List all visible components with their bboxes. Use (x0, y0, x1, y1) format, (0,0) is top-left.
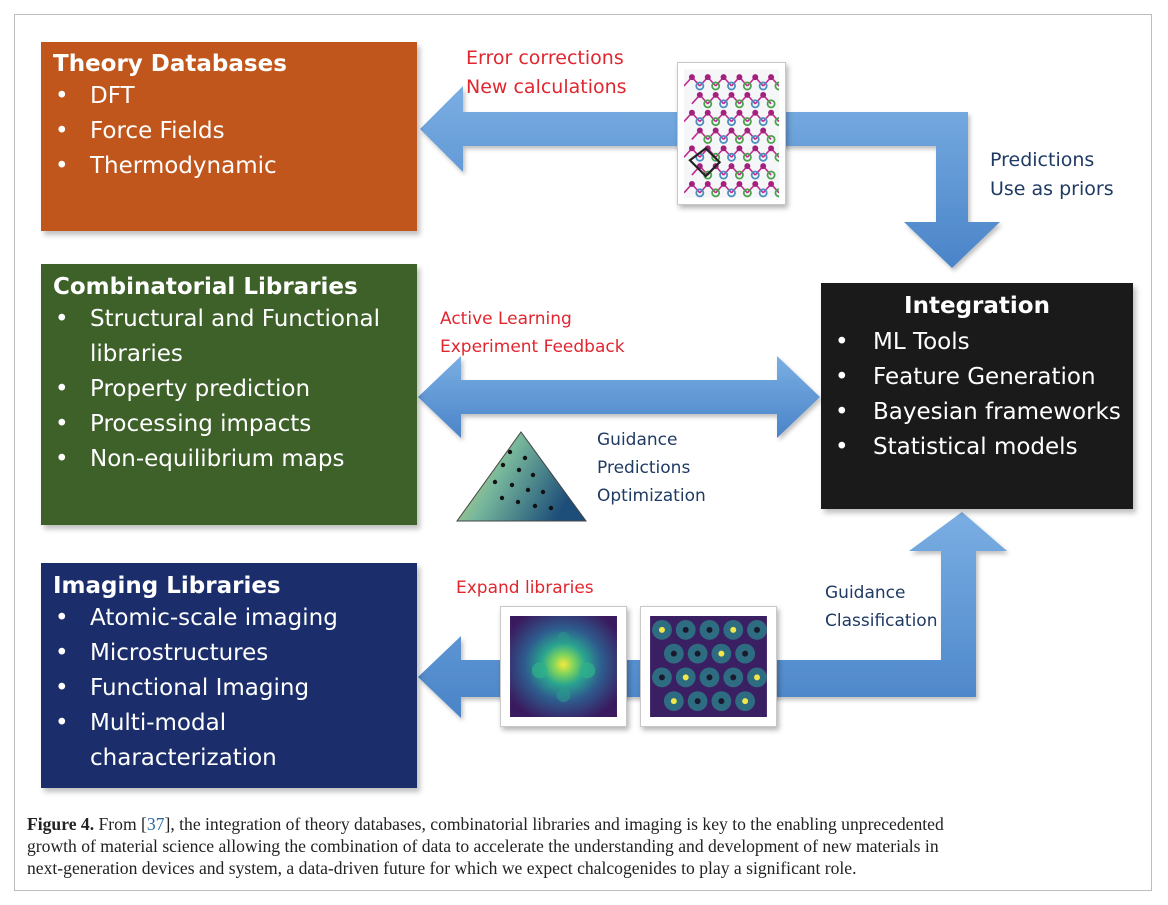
caption-lead: Figure 4. (27, 814, 95, 834)
integration-box: Integration ML Tools Feature Generation … (821, 283, 1133, 509)
guidance-label: Guidance Predictions Optimization (597, 426, 706, 510)
label-line: Guidance (825, 583, 906, 603)
error-corrections-label: Error corrections New calculations (466, 44, 627, 102)
figure-caption: Figure 4. From [37], the integration of … (27, 813, 1145, 879)
label-line: Predictions (990, 149, 1095, 171)
imaging-libraries-list: Atomic-scale imaging Microstructures Fun… (53, 601, 405, 776)
caption-line-2: growth of material science allowing the … (27, 836, 939, 856)
list-item: Non-equilibrium maps (53, 442, 405, 477)
theory-databases-box: Theory Databases DFT Force Fields Thermo… (41, 42, 417, 231)
reference-link[interactable]: 37 (146, 814, 165, 834)
label-line: Experiment Feedback (440, 337, 625, 357)
list-item: Atomic-scale imaging (53, 601, 405, 636)
label-line: Guidance (597, 430, 678, 450)
top-arrow (420, 86, 1000, 268)
lattice-pattern-icon (650, 616, 767, 717)
integration-list: ML Tools Feature Generation Bayesian fra… (833, 325, 1121, 465)
caption-text: From [ (94, 814, 147, 834)
combinatorial-libraries-list: Structural and Functional libraries Prop… (53, 302, 405, 477)
caption-line-1: Figure 4. From [37], the integration of … (27, 813, 1145, 835)
imaging-libraries-box: Imaging Libraries Atomic-scale imaging M… (41, 563, 417, 788)
label-line: Optimization (597, 486, 706, 506)
label-line: Predictions (597, 458, 691, 478)
list-item: Multi-modal characterization (53, 706, 405, 776)
list-item: Processing impacts (53, 407, 405, 442)
active-learning-label: Active Learning Experiment Feedback (440, 305, 625, 361)
list-item: Functional Imaging (53, 671, 405, 706)
integration-title: Integration (904, 293, 1050, 319)
middle-double-arrow (418, 356, 820, 438)
list-item: Property prediction (53, 372, 405, 407)
list-item: ML Tools (833, 325, 1121, 360)
list-item: Bayesian frameworks (833, 395, 1121, 430)
caption-text: ], the integration of theory databases, … (164, 814, 944, 834)
caption-line-3: next-generation devices and system, a da… (27, 858, 857, 878)
lattice-image (640, 606, 777, 727)
label-line: Use as priors (990, 178, 1114, 200)
combinatorial-libraries-box: Combinatorial Libraries Structural and F… (41, 264, 417, 525)
list-item: Structural and Functional libraries (53, 302, 405, 372)
crystal-structure-icon (684, 69, 779, 198)
theory-databases-list: DFT Force Fields Thermodynamic (53, 79, 405, 184)
label-line: New calculations (466, 76, 627, 98)
guidance-classification-label: Guidance Classification (825, 579, 937, 635)
label-line: Classification (825, 611, 938, 631)
phase-triangle-icon (456, 431, 587, 522)
list-item: DFT (53, 79, 405, 114)
list-item: Thermodynamic (53, 149, 405, 184)
label-line: Error corrections (466, 47, 624, 69)
predictions-label: Predictions Use as priors (990, 146, 1114, 204)
theory-databases-title: Theory Databases (53, 51, 287, 77)
diffraction-pattern-icon (510, 616, 617, 717)
combinatorial-libraries-title: Combinatorial Libraries (53, 274, 358, 300)
crystal-structure-image (677, 62, 786, 205)
list-item: Statistical models (833, 430, 1121, 465)
diffraction-image (500, 606, 627, 727)
expand-libraries-label: Expand libraries (456, 574, 594, 602)
list-item: Force Fields (53, 114, 405, 149)
label-line: Active Learning (440, 309, 572, 329)
list-item: Microstructures (53, 636, 405, 671)
list-item: Feature Generation (833, 360, 1121, 395)
label-line: Expand libraries (456, 578, 594, 598)
imaging-libraries-title: Imaging Libraries (53, 573, 281, 599)
